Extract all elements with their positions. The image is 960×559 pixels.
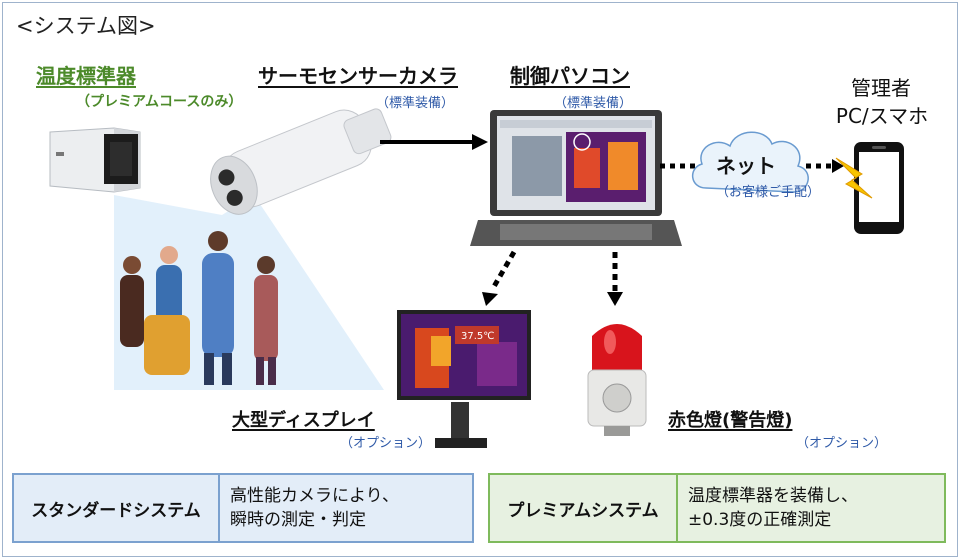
arrow-pc-to-lamp (607, 252, 623, 306)
camera-and-people-illustration (114, 108, 392, 390)
network-label: ネット (716, 154, 776, 178)
diagram-title: <システム図> (16, 14, 156, 38)
smartphone-icon (835, 142, 904, 234)
standard-system-description: 高性能カメラにより、 瞬時の測定・判定 (230, 486, 399, 530)
display-label: 大型ディスプレイ (232, 410, 375, 431)
premium-system-label: プレミアムシステム (490, 475, 678, 541)
warning-lamp-image (587, 324, 647, 436)
network-cloud-icon (692, 131, 809, 193)
lamp-label: 赤色燈(警告燈) (668, 410, 793, 431)
display-temperature-reading: 37.5℃ (461, 331, 495, 342)
camera-note: （標準装備） (376, 96, 455, 111)
standard-system-box: スタンダードシステム 高性能カメラにより、 瞬時の測定・判定 (12, 473, 474, 543)
sensor-note: （プレミアムコースのみ） (76, 94, 243, 110)
pc-note: （標準装備） (554, 96, 633, 111)
admin-label-line1: 管理者 (851, 76, 911, 100)
laptop-image (470, 110, 682, 246)
arrow-network-to-admin (806, 159, 844, 173)
camera-label: サーモセンサーカメラ (258, 64, 458, 88)
pc-label: 制御パソコン (510, 64, 630, 88)
temperature-reference-device-image (49, 127, 141, 193)
arrow-pc-to-display (482, 250, 517, 306)
lamp-note: （オプション） (796, 436, 888, 451)
standard-system-label: スタンダードシステム (14, 475, 220, 541)
arrow-camera-to-pc (380, 134, 488, 150)
premium-system-description: 温度標準器を装備し、 ±0.3度の正確測定 (688, 486, 858, 530)
network-note: （お客様ご手配） (716, 185, 821, 200)
link-pc-to-network (660, 163, 700, 169)
sensor-label: 温度標準器 (36, 64, 136, 88)
large-display-image: 37.5℃ (397, 310, 531, 448)
display-note: （オプション） (340, 436, 432, 451)
premium-system-box: プレミアムシステム 温度標準器を装備し、 ±0.3度の正確測定 (488, 473, 946, 543)
admin-label-line2: PC/スマホ (835, 104, 929, 128)
